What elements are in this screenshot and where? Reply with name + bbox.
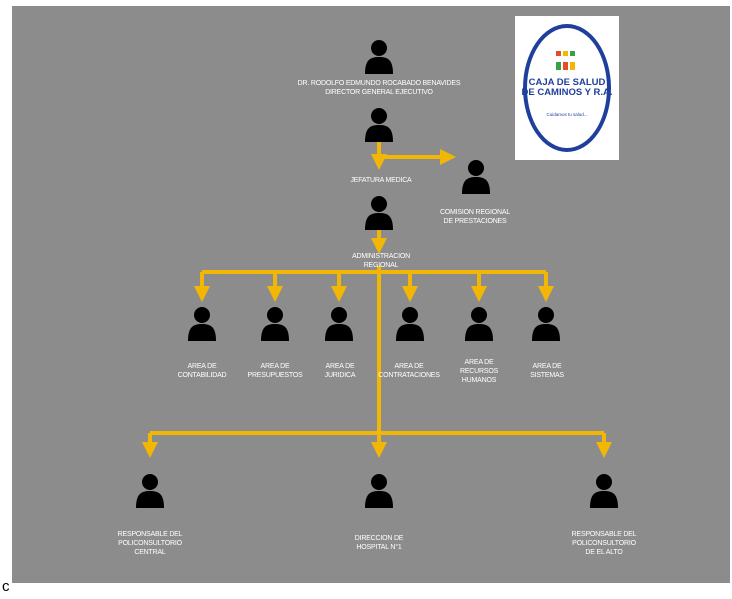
person-icon-contrataciones [395,305,425,341]
label-policonsultorio-alto: RESPONSABLE DEL POLICONSULTORIO DE EL AL… [571,531,637,556]
label-contabilidad: AREA DE CONTABILIDAD [177,363,227,379]
person-icon-contabilidad [187,305,217,341]
label-presupuestos: AREA DE PRESUPUESTOS [247,363,303,379]
label-contrataciones: AREA DE CONTRATACIONES [378,363,440,379]
label-administracion: ADMINISTRACION REGIONAL [352,253,410,269]
person-icon-director [364,38,394,74]
label-policonsultorio-central: RESPONSABLE DEL POLICONSULTORIO CENTRAL [117,531,183,556]
label-sistemas: AREA DE SISTEMAS [530,363,564,379]
logo-ring [523,24,611,152]
stray-character: c [2,578,10,595]
logo-figures-icon [556,51,575,70]
logo-tagline: Cuidamos tu salud... [546,112,588,117]
caja-salud-logo: CAJA DE SALUD DE CAMINOS Y R.A. Cuidamos… [515,16,619,160]
label-jefatura: JEFATURA MEDICA [350,177,412,184]
person-icon-juridica [324,305,354,341]
person-icon-comision [461,158,491,194]
label-comision: COMISION REGIONAL DE PRESTACIONES [439,209,511,225]
logo-title: CAJA DE SALUD DE CAMINOS Y R.A. [521,77,613,98]
label-rrhh: AREA DE RECURSOS HUMANOS [459,359,499,384]
person-icon-sistemas [531,305,561,341]
person-icon-policonsultorio-central [135,472,165,508]
person-icon-presupuestos [260,305,290,341]
person-icon-director-2 [364,106,394,142]
label-juridica: AREA DE JURIDICA [324,363,356,379]
person-icon-policonsultorio-alto [589,472,619,508]
person-icon-rrhh [464,305,494,341]
label-director: Dr. Rodolfo Edmundo Rocabado Benavides D… [297,80,461,96]
label-hospital: DIRECCION DE HOSPITAL N°1 [354,535,404,551]
person-icon-jefatura [364,194,394,230]
person-icon-hospital [364,472,394,508]
